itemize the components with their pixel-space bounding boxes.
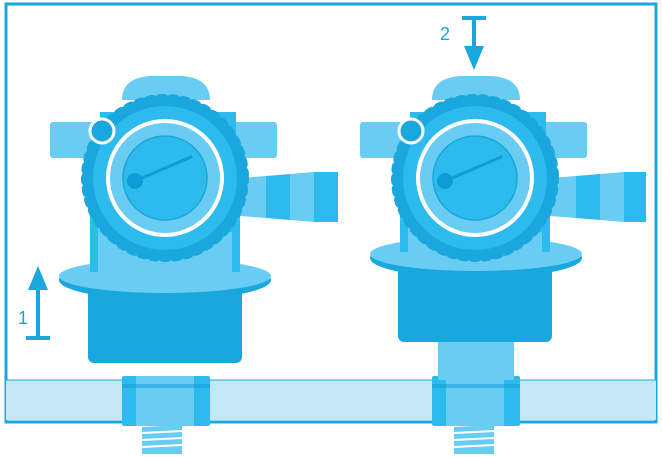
exposed-neck [438, 342, 514, 380]
hex-nut-2 [432, 376, 520, 426]
hex-nut [122, 376, 210, 426]
indicator-dot [90, 119, 114, 143]
pressure-gauge-2 [418, 121, 532, 235]
hose-barb [240, 172, 338, 222]
arrow-down-step-2: 2 [440, 18, 486, 70]
hose-barb-2 [550, 172, 646, 222]
step-2-label: 2 [440, 24, 450, 44]
arrow-up-step-1: 1 [18, 266, 50, 338]
step-1-label: 1 [18, 308, 28, 328]
pressure-gauge [108, 121, 222, 235]
indicator-dot-2 [399, 119, 423, 143]
mounting-shelf [6, 380, 656, 420]
